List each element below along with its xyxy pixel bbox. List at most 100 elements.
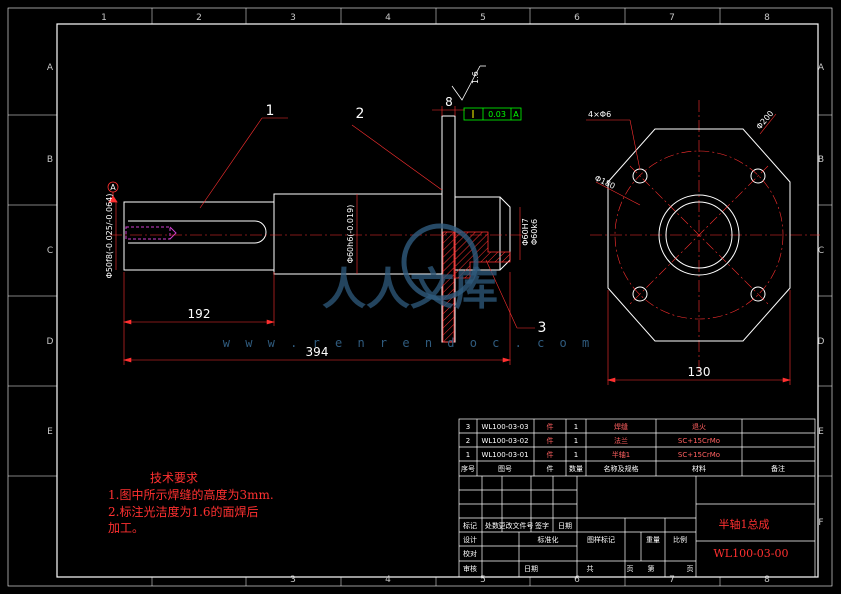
tb-standard: 标准化 bbox=[538, 535, 559, 544]
technical-requirements: 技术要求 1.图中所示焊缝的高度为3mm. 2.标注光洁度为1.6的面焊后 加工… bbox=[108, 471, 274, 535]
roughness-symbol bbox=[451, 65, 486, 101]
dim-flange-thickness: 8 bbox=[445, 95, 453, 109]
bom-row-3-material: SC+15CrMo bbox=[678, 451, 720, 459]
bom-row-2-unit: 件 bbox=[547, 436, 554, 445]
zone-col-6-bottom: 6 bbox=[574, 575, 580, 585]
watermark: 人人文库 w w w . r e n r e n d o c . c o m bbox=[223, 223, 593, 350]
watermark-text: 人人文库 bbox=[322, 264, 498, 315]
drawing-number: WL100-03-00 bbox=[713, 547, 788, 560]
tech-req-line-1: 1.图中所示焊缝的高度为3mm. bbox=[108, 487, 274, 502]
zone-col-7: 7 bbox=[669, 13, 675, 23]
tb-stage-mark: 图样标记 bbox=[587, 535, 615, 544]
tb-sheet: 页 bbox=[627, 565, 634, 573]
bom-header-remark: 备注 bbox=[771, 464, 785, 473]
bom-header-unit: 件 bbox=[547, 464, 554, 473]
dim-bore-fit: Φ60k6 bbox=[530, 219, 539, 245]
bom-header-qty: 数量 bbox=[569, 464, 583, 473]
bom-header-name: 名称及规格 bbox=[604, 464, 639, 473]
tb-change-no: 更改文件号 bbox=[499, 521, 534, 530]
tolerance-datum: A bbox=[513, 110, 519, 119]
bom-row-3-name: 半轴1 bbox=[612, 450, 630, 459]
zone-col-8: 8 bbox=[764, 13, 770, 23]
flange-side-view bbox=[607, 128, 791, 342]
zone-col-2: 2 bbox=[196, 13, 202, 23]
bom-row-2-qty: 1 bbox=[574, 437, 578, 445]
dim-flange-width: 130 bbox=[688, 365, 711, 379]
bom-row-1-qty: 1 bbox=[574, 423, 578, 431]
tb-total: 共 bbox=[587, 564, 594, 573]
dim-holes: 4×Φ6 bbox=[588, 110, 611, 119]
dim-bore-dia: Φ60H7 bbox=[521, 218, 530, 246]
bolt-circle bbox=[614, 150, 784, 320]
bom-header-code: 图号 bbox=[498, 465, 512, 473]
bom-row-3-unit: 件 bbox=[547, 450, 554, 459]
bom-row-3-no: 1 bbox=[466, 451, 470, 459]
tb-page: 页 bbox=[687, 565, 694, 573]
tb-page-of: 第 bbox=[648, 564, 655, 573]
datum-label: A bbox=[110, 183, 116, 192]
tech-req-line-2: 2.标注光洁度为1.6的面焊后 bbox=[108, 504, 259, 519]
bom-header-no: 序号 bbox=[461, 464, 475, 473]
tolerance-value: 0.03 bbox=[488, 110, 506, 119]
zone-col-5-bottom: 5 bbox=[480, 575, 486, 585]
dim-overall-length: 394 bbox=[306, 345, 329, 359]
zone-row-b: B bbox=[47, 155, 53, 165]
tb-count: 处数 bbox=[485, 521, 499, 530]
bom-row-1-unit: 件 bbox=[547, 422, 554, 431]
tb-mark: 标记 bbox=[463, 521, 477, 530]
bom-row-1-name: 焊缝 bbox=[614, 422, 628, 431]
zone-row-f-right: F bbox=[818, 518, 823, 528]
zone-row-c: C bbox=[47, 246, 53, 256]
tb-check: 校对 bbox=[463, 549, 477, 558]
zone-labels: 1 2 3 4 5 6 7 8 3 4 5 6 7 8 A B C D E A … bbox=[47, 13, 825, 585]
watermark-url: w w w . r e n r e n d o c . c o m bbox=[223, 336, 593, 350]
bom-row-2-code: WL100-03-02 bbox=[481, 437, 528, 445]
zone-col-8-bottom: 8 bbox=[764, 575, 770, 585]
tb-date: 日期 bbox=[558, 522, 572, 530]
zone-col-6: 6 bbox=[574, 13, 580, 23]
zone-row-d: D bbox=[47, 337, 54, 347]
drawing-frame bbox=[7, 7, 833, 587]
zone-col-1: 1 bbox=[101, 13, 107, 23]
tb-design: 设计 bbox=[463, 535, 477, 544]
tb-date-2: 日期 bbox=[524, 565, 538, 573]
balloon-part-3: 3 bbox=[538, 320, 547, 336]
zone-col-4: 4 bbox=[385, 13, 391, 23]
bom-row-2-name: 法兰 bbox=[614, 436, 628, 445]
tb-review: 审核 bbox=[463, 564, 477, 573]
zone-col-5: 5 bbox=[480, 13, 486, 23]
tb-scale: 比例 bbox=[673, 535, 687, 544]
zone-row-b-right: B bbox=[818, 155, 824, 165]
bom-row-1-no: 3 bbox=[466, 423, 470, 431]
zone-col-3: 3 bbox=[290, 13, 296, 23]
part-name: 半轴1总成 bbox=[719, 517, 770, 531]
zone-col-7-bottom: 7 bbox=[669, 575, 675, 585]
zone-row-e: E bbox=[47, 427, 53, 437]
tech-req-title: 技术要求 bbox=[150, 471, 198, 485]
bom-row-1-code: WL100-03-03 bbox=[481, 423, 528, 431]
zone-row-d-right: D bbox=[818, 337, 825, 347]
balloon-part-2: 2 bbox=[356, 106, 365, 122]
zone-row-e-right: E bbox=[818, 427, 824, 437]
dim-mid-dia: Φ60h6(-0.019) bbox=[346, 205, 355, 264]
bom-row-2-material: SC+15CrMo bbox=[678, 437, 720, 445]
zone-row-a: A bbox=[47, 63, 54, 73]
bom-row-3-qty: 1 bbox=[574, 451, 578, 459]
roughness-value: 1.6 bbox=[471, 71, 480, 84]
balloon-part-1: 1 bbox=[266, 103, 275, 119]
bom-header-material: 材料 bbox=[692, 464, 706, 473]
zone-row-c-right: C bbox=[818, 246, 824, 256]
tb-sign: 签字 bbox=[535, 521, 549, 530]
tech-req-line-3: 加工。 bbox=[108, 521, 144, 535]
tolerance-frame: 0.03 A bbox=[463, 107, 522, 121]
tb-weight: 重量 bbox=[646, 536, 660, 544]
bom-row-1-material: 退火 bbox=[692, 422, 706, 431]
bom-row-2-no: 2 bbox=[466, 437, 470, 445]
bom-row-3-code: WL100-03-01 bbox=[481, 451, 528, 459]
dim-shaft-dia: Φ50f8(-0.025/-0.064) bbox=[105, 194, 114, 279]
zone-col-3-bottom: 3 bbox=[290, 575, 296, 585]
datum-marker bbox=[107, 181, 119, 203]
zone-col-4-bottom: 4 bbox=[385, 575, 391, 585]
dim-shaft-length: 192 bbox=[188, 307, 211, 321]
